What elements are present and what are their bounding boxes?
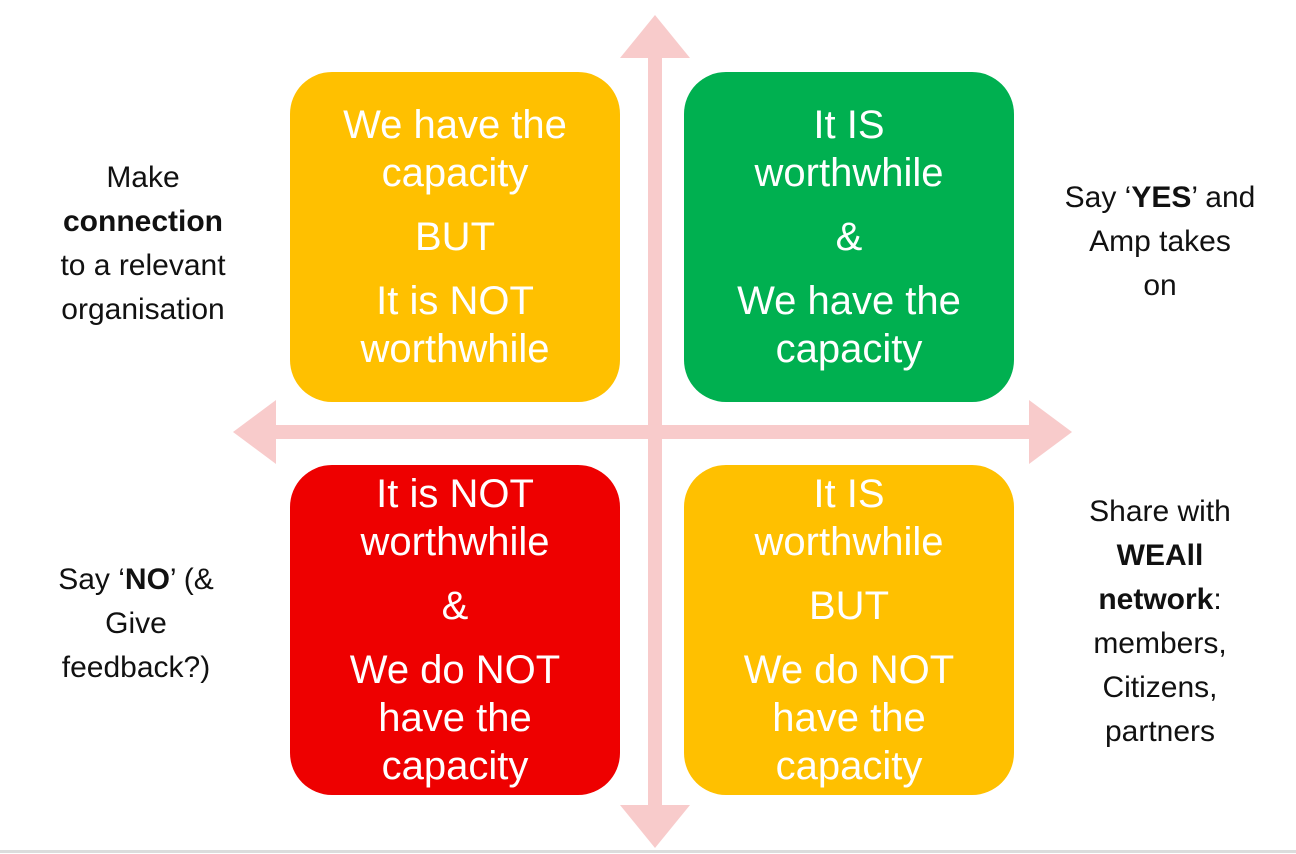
quadrant-text-line: It is NOT — [376, 279, 534, 323]
quadrant-text-line: capacity — [381, 744, 529, 788]
label-bold: connection — [62, 205, 224, 238]
quadrant-text-line: BUT — [415, 215, 495, 259]
label-line: Amp takes — [1089, 225, 1231, 258]
label-top-left: Make connection to a relevant organisati… — [60, 156, 225, 332]
quadrant-text-line: We have the — [737, 279, 961, 323]
quadrant-text-line: We do NOT — [743, 648, 955, 692]
arrow-down-head — [620, 805, 690, 848]
quadrant-text-line: worthwhile — [754, 151, 944, 195]
quadrant-text-line: & — [441, 584, 469, 628]
label-bottom-right: Share with WEAll network: members, Citiz… — [1089, 490, 1231, 754]
quadrant-text-line: capacity — [775, 744, 923, 788]
quadrant-text-group: & — [836, 213, 863, 261]
quadrant-text-line: We have the — [343, 103, 567, 147]
label-line: Give — [105, 607, 167, 640]
label-text: : — [1213, 583, 1222, 616]
label-bold: YES — [1131, 181, 1192, 214]
horizontal-axis — [270, 425, 1030, 439]
quadrant-text-line: worthwhile — [360, 327, 550, 371]
arrow-right-head — [1029, 400, 1072, 464]
label-line: organisation — [61, 293, 225, 326]
label-line: Citizens, — [1102, 671, 1218, 704]
label-line: to a relevant — [60, 249, 226, 282]
label-line: members, — [1093, 627, 1227, 660]
quadrant-text-line: It IS — [813, 472, 885, 516]
quadrant-text-line: have the — [772, 696, 926, 740]
label-text: ’ (& — [169, 563, 214, 596]
label-line: Make — [106, 161, 180, 194]
quadrant-text-line: It is NOT — [376, 472, 534, 516]
label-bottom-left: Say ‘NO’ (& Give feedback?) — [58, 558, 214, 690]
quadrant-text-line: & — [835, 215, 863, 259]
arrow-up-head — [620, 15, 690, 58]
arrow-left-head — [233, 400, 276, 464]
label-text: Say ‘ — [1064, 181, 1132, 214]
quadrant-text-line: worthwhile — [360, 520, 550, 564]
quadrant-text-line: It IS — [813, 103, 885, 147]
quadrant-text-line: worthwhile — [754, 520, 944, 564]
quadrant-text-group: BUT — [809, 582, 889, 630]
bottom-divider — [0, 850, 1296, 853]
label-bold: NO — [124, 563, 170, 596]
quadrant-text-line: have the — [378, 696, 532, 740]
quadrant-text-group: BUT — [415, 213, 495, 261]
quadrant-text-line: BUT — [809, 584, 889, 628]
quadrant-text-line: capacity — [381, 151, 529, 195]
label-line: feedback?) — [61, 651, 211, 684]
label-text: ’ and — [1191, 181, 1256, 214]
label-text: Say ‘ — [58, 563, 125, 596]
label-bold: network — [1098, 583, 1214, 616]
label-line: on — [1143, 269, 1177, 302]
label-line: partners — [1104, 715, 1216, 748]
label-line: Share with — [1089, 495, 1231, 528]
quadrant-text-line: capacity — [775, 327, 923, 371]
label-top-right: Say ‘YES’ and Amp takes on — [1065, 176, 1256, 308]
quadrant-text-group: & — [442, 582, 469, 630]
quadrant-text-line: We do NOT — [349, 648, 561, 692]
label-bold: WEAll — [1116, 539, 1204, 572]
